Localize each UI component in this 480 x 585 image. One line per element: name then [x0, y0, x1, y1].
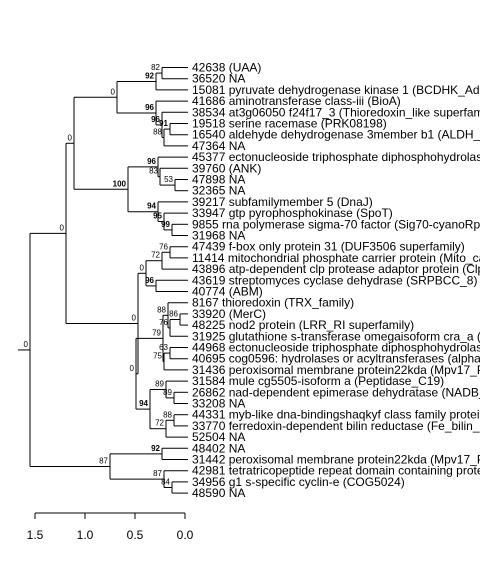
- leaf-label: 34956 g1 s-specific cyclin-e (COG5024): [192, 475, 405, 489]
- leaf-label: 44968 ectonucleoside triphosphate diphos…: [192, 341, 480, 355]
- leaf-label: 31436 peroxisomal membrane protein22kda …: [192, 363, 480, 377]
- leaf-label: 31442 peroxisomal membrane protein22kda …: [192, 453, 480, 467]
- support-value: 82: [151, 63, 160, 72]
- leaf-label: 40695 cog0596: hydrolases or acyltransfe…: [192, 352, 480, 366]
- support-value: 76: [159, 318, 168, 327]
- axis-tick-label: 0.0: [177, 528, 194, 542]
- support-value: 0: [130, 364, 135, 373]
- leaf-label: 45377 ectonucleoside triphosphate diphos…: [192, 150, 480, 164]
- support-value: 88: [163, 410, 172, 419]
- leaf-label: 33208 NA: [192, 397, 245, 411]
- leaf-label: 47898 NA: [192, 173, 245, 187]
- leaf-label: 39217 subfamilymember 5 (DnaJ): [192, 195, 373, 209]
- support-value: 0: [111, 87, 116, 96]
- support-value: 53: [164, 175, 173, 184]
- leaf-label: 31584 mule cg5505-isoform a (Peptidase_C…: [192, 374, 444, 388]
- leaf-label: 47439 f-box only protein 31 (DUF3506 sup…: [192, 240, 465, 254]
- leaf-label: 33947 gtp pyrophosphokinase (SpoT): [192, 206, 393, 220]
- leaf-label: 43896 atp-dependent clp protease adaptor…: [192, 262, 480, 276]
- support-value: 0: [60, 223, 65, 232]
- leaf-label: 47364 NA: [192, 139, 245, 153]
- support-value: 72: [151, 251, 160, 260]
- support-value: 84: [161, 478, 170, 487]
- leaf-label: 31925 glutathione s-transferase omegaiso…: [192, 329, 480, 343]
- leaf-label: 41686 aminotransferase class-iii (BioA): [192, 94, 401, 108]
- support-value: 94: [147, 202, 156, 211]
- leaf-label: 32365 NA: [192, 184, 245, 198]
- leaf-label: 15081 pyruvate dehydrogenase kinase 1 (B…: [192, 83, 480, 97]
- support-value: 95: [153, 212, 162, 221]
- support-value: 96: [151, 115, 160, 124]
- support-value: 87: [153, 469, 162, 478]
- support-value: 92: [151, 444, 160, 453]
- scale-axis: 1.5 1.0 0.5 0.0: [27, 512, 194, 542]
- support-value: 99: [161, 220, 170, 229]
- support-value: 89: [155, 380, 164, 389]
- support-value: 0: [132, 314, 137, 323]
- support-value: 76: [159, 242, 168, 251]
- support-value: 100: [113, 179, 127, 188]
- support-value: 0: [68, 133, 73, 142]
- axis-tick-label: 0.5: [127, 528, 144, 542]
- leaf-label: 43619 streptomyces cyclase dehydrase (SR…: [192, 273, 477, 287]
- support-value: 91: [159, 119, 168, 128]
- support-value: 86: [169, 310, 178, 319]
- support-value: 0: [140, 263, 145, 272]
- support-value: 96: [145, 103, 154, 112]
- support-value: 72: [155, 419, 164, 428]
- support-value: 75: [153, 352, 162, 361]
- leaf-label: 11414 mitochondrial phosphate carrier pr…: [192, 251, 480, 265]
- leaf-label: 33920 (MerC): [192, 307, 266, 321]
- support-value: 96: [145, 276, 154, 285]
- leaf-label: 42638 (UAA): [192, 61, 261, 75]
- leaf-label: 48590 NA: [192, 486, 245, 500]
- support-value: 89: [163, 388, 172, 397]
- leaf-label: 33770 ferredoxin-dependent bilin reducta…: [192, 419, 480, 433]
- leaf-label: 39760 (ANK): [192, 161, 261, 175]
- leaf-label: 19518 serine racemase (PRK08198): [192, 117, 387, 131]
- leaf-label: 40774 (ABM): [192, 285, 263, 299]
- leaf-label: 52504 NA: [192, 430, 245, 444]
- leaf-label: 16540 aldehyde dehydrogenase 3member b1 …: [192, 128, 480, 142]
- leaf-label: 42981 tetratricopeptide repeat domain co…: [192, 464, 480, 478]
- leaf-label: 36520 NA: [192, 72, 245, 86]
- leaf-label: 8167 thioredoxin (TRX_family): [192, 296, 354, 310]
- leaf-label: 48402 NA: [192, 441, 245, 455]
- axis-tick-label: 1.5: [27, 528, 44, 542]
- support-value: 79: [152, 328, 161, 337]
- support-value: 63: [159, 343, 168, 352]
- support-value: 92: [145, 72, 154, 81]
- leaf-label: 26862 nad-dependent epimerase dehydratas…: [192, 385, 480, 399]
- support-value: 0: [24, 340, 29, 349]
- leaf-label: 38534 at3g06050 f24f17_3 (Thioredoxin_li…: [192, 105, 480, 119]
- axis-tick-label: 1.0: [77, 528, 94, 542]
- leaf-label: 31968 NA: [192, 229, 245, 243]
- leaf-label: 44331 myb-like dna-bindingshaqkyf class …: [192, 408, 480, 422]
- support-value: 87: [99, 457, 108, 466]
- leaf-label: 9855 rna polymerase sigma-70 factor (Sig…: [192, 217, 480, 231]
- leaf-label: 48225 nod2 protein (LRR_RI superfamily): [192, 318, 414, 332]
- tree-branches: [18, 67, 188, 494]
- support-value: 88: [157, 305, 166, 314]
- support-value: 88: [153, 128, 162, 137]
- support-value: 94: [139, 399, 148, 408]
- support-value: 96: [147, 157, 156, 166]
- support-value: 83: [149, 167, 158, 176]
